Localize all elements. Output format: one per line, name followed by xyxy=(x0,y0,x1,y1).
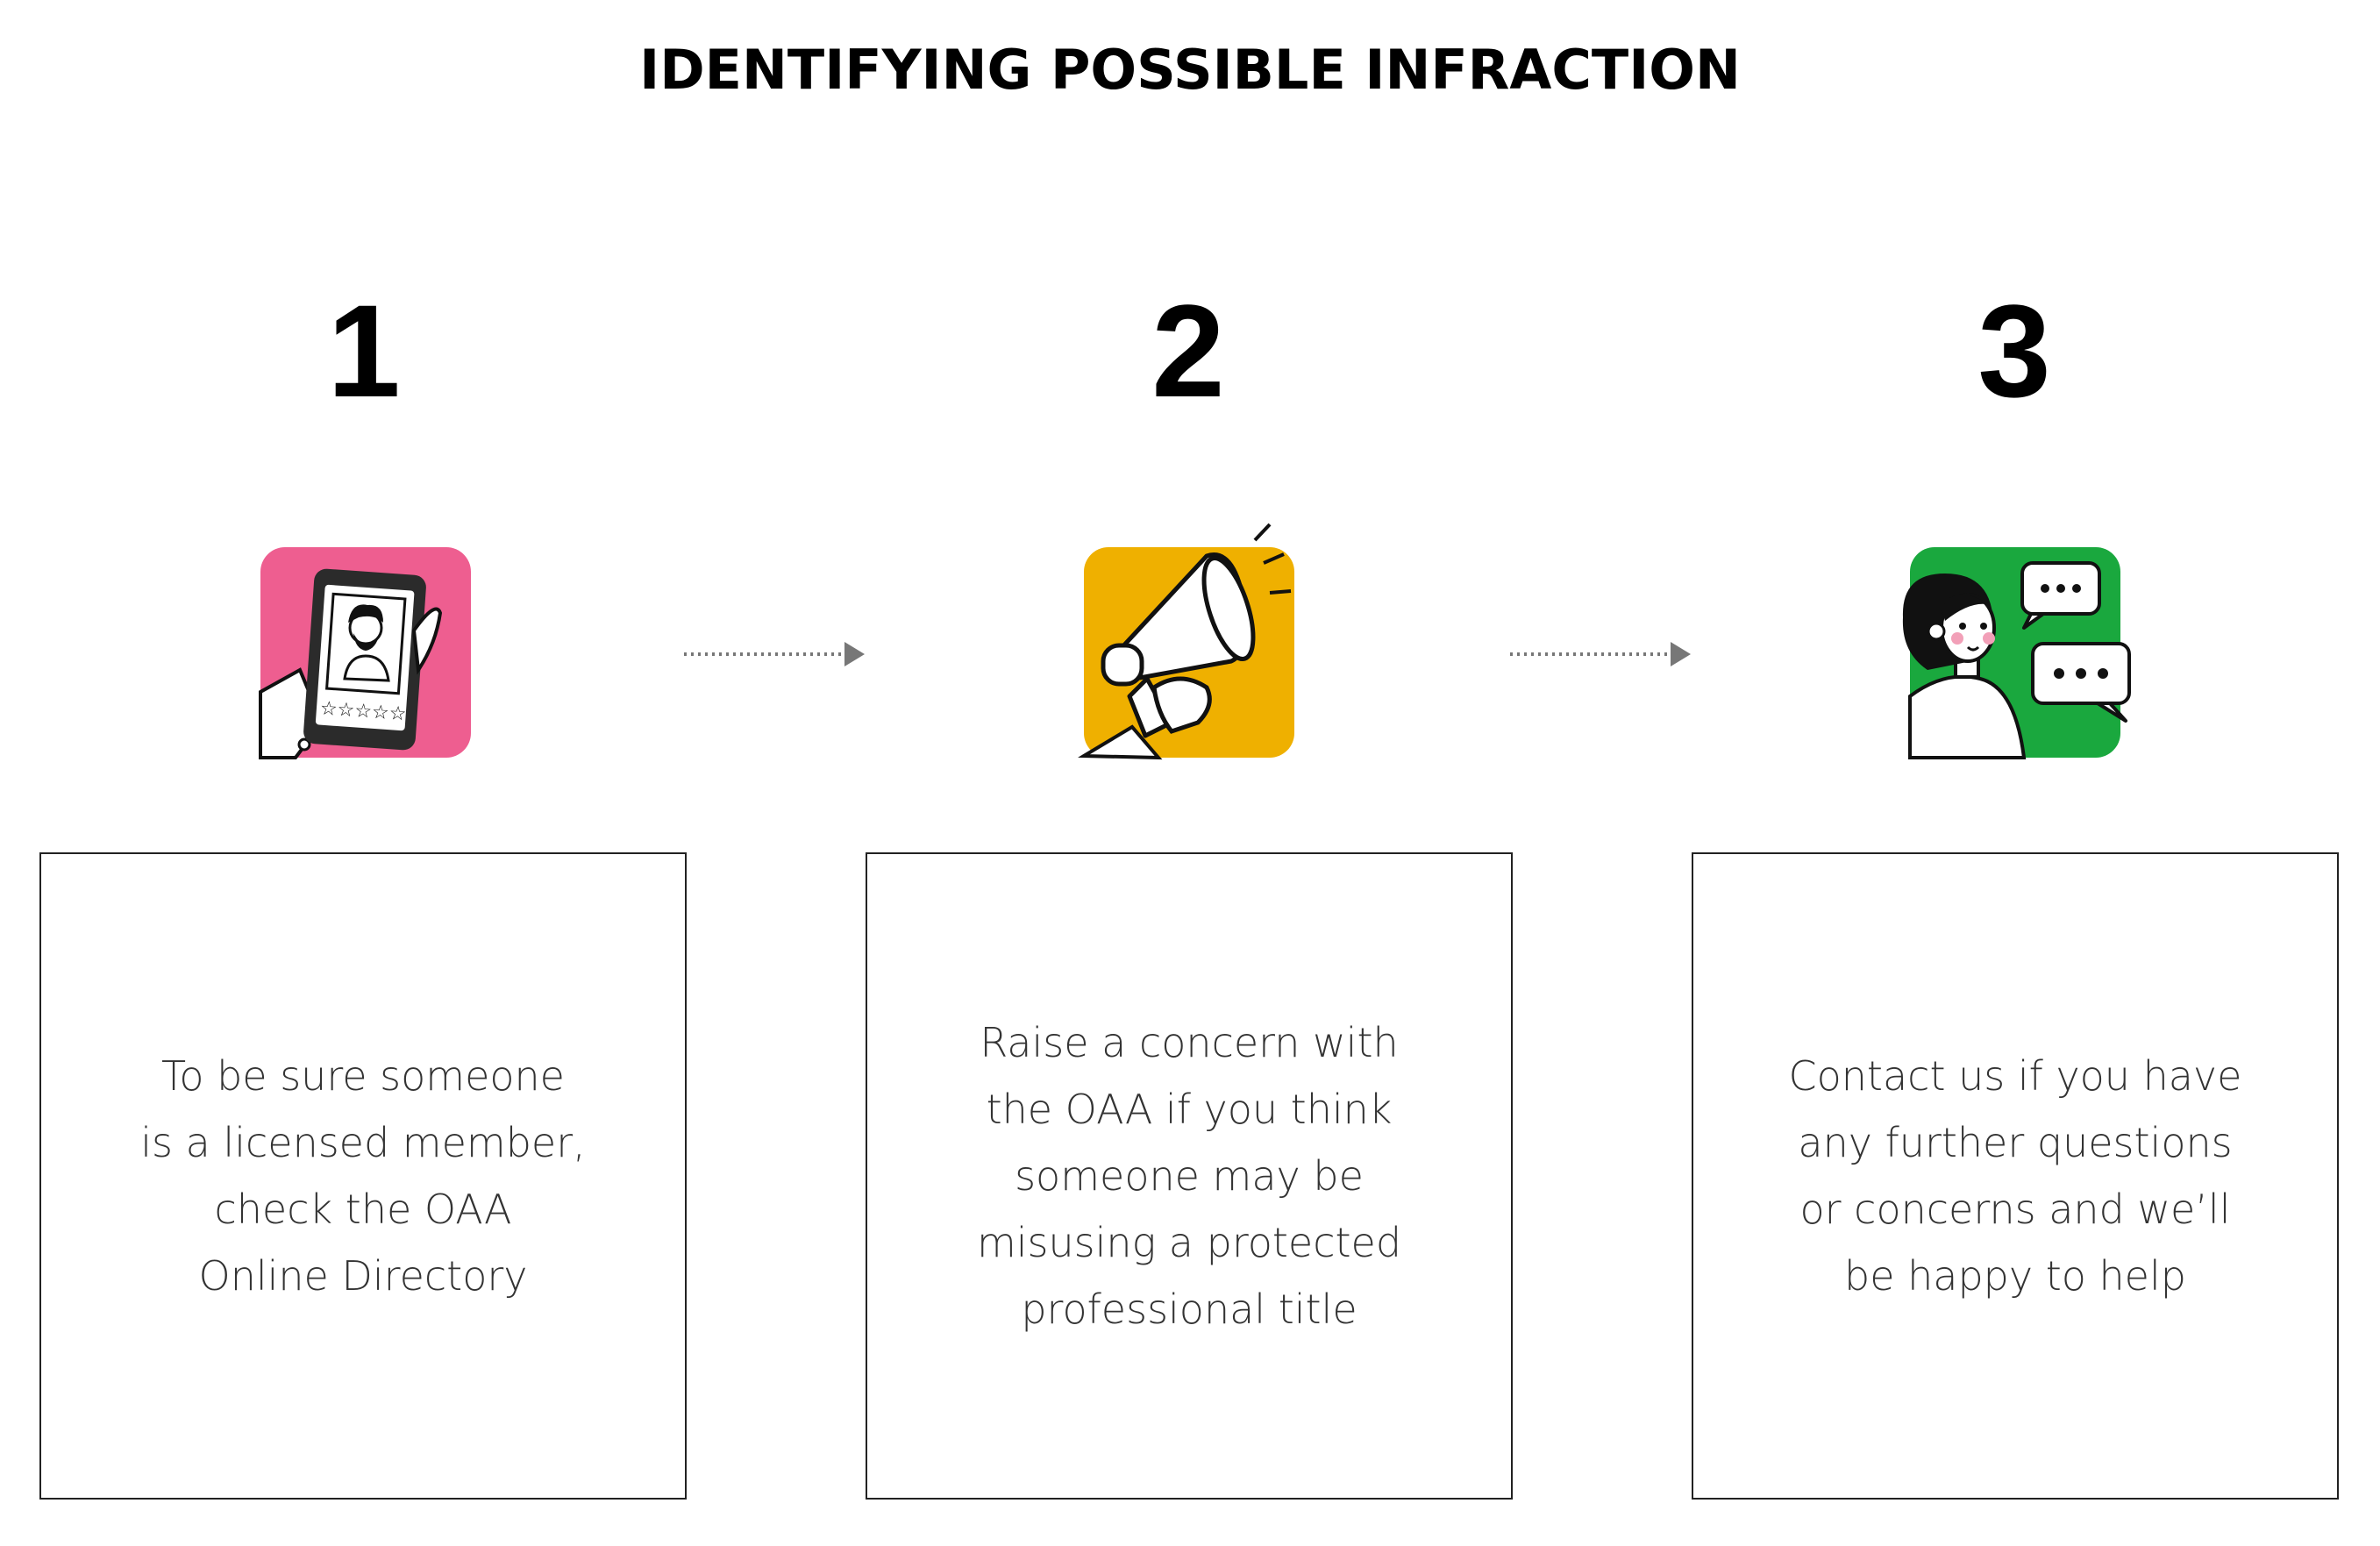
tablet-directory-icon: ☆☆☆☆☆ xyxy=(259,547,471,759)
arrow-2-to-3 xyxy=(1510,642,1691,666)
step-1-text: To be sure someone is a licensed member,… xyxy=(140,1052,586,1300)
arrow-1-to-2 xyxy=(684,642,865,666)
megaphone-icon xyxy=(1078,523,1294,760)
step-3-text: Contact us if you have any further quest… xyxy=(1788,1052,2242,1300)
step-2-box: Raise a concern with the OAA if you thin… xyxy=(866,852,1513,1500)
step-2-text: Raise a concern with the OAA if you thin… xyxy=(976,1019,1402,1333)
step-3-number: 3 xyxy=(1977,277,2051,424)
diagram-title: IDENTIFYING POSSIBLE INFRACTION xyxy=(639,38,1741,102)
step-1-number: 1 xyxy=(327,277,401,424)
step-2-number: 2 xyxy=(1151,277,1225,424)
person-chat-icon xyxy=(1902,547,2131,759)
step-1-box: To be sure someone is a licensed member,… xyxy=(39,852,687,1500)
step-3-box: Contact us if you have any further quest… xyxy=(1692,852,2339,1500)
